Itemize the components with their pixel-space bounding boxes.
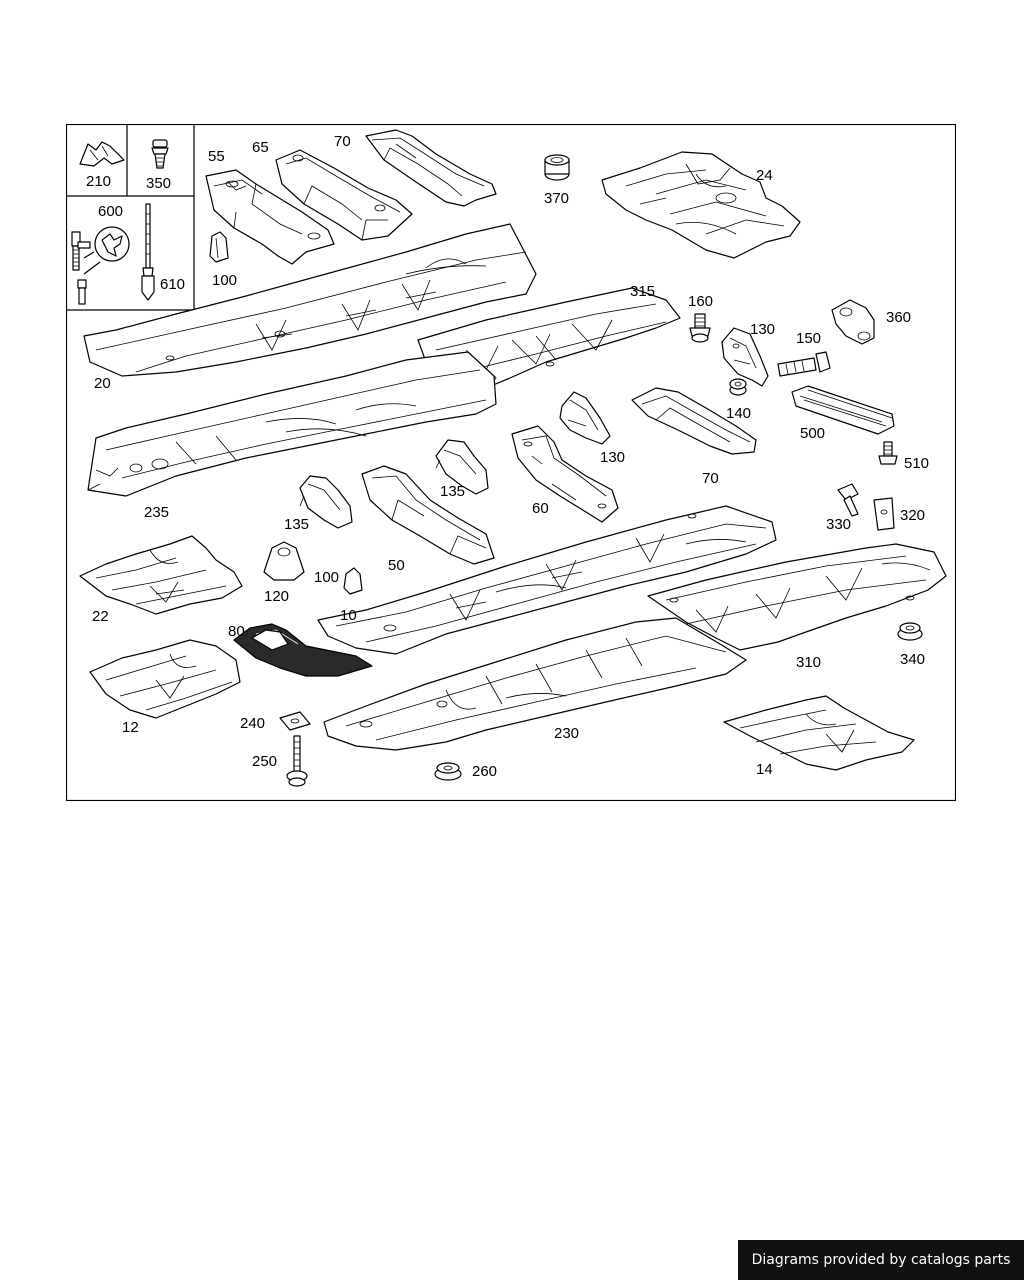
inset-grid [66,124,195,311]
callout-label: 120 [264,588,289,605]
callout-label: 22 [92,608,109,625]
callout-label: 340 [900,651,925,668]
callout-label: 250 [252,753,277,770]
part-mount-360 [831,299,875,345]
callout-label: 310 [796,654,821,671]
part-bracket-135-left [299,475,353,529]
part-floor-230 [323,617,747,751]
part-clip-320 [873,497,895,531]
part-floor-20 [83,223,537,377]
part-panel-14 [723,695,915,771]
callout-label: 140 [726,405,751,422]
part-floor-235 [87,351,497,497]
callout-label: 600 [98,203,123,220]
callout-label: 20 [94,375,111,392]
part-pushpin-350 [151,139,169,169]
callout-label: 135 [284,516,309,533]
part-bracket-65 [275,149,413,241]
part-screw-250 [286,735,308,787]
callout-label: 130 [600,449,625,466]
part-clip-100-top [209,231,229,263]
callout-label: 240 [240,715,265,732]
part-rail-70-right [631,387,757,455]
part-bracket-55 [205,169,335,265]
part-plate-500 [791,385,895,435]
parts-diagram-drawing: 210 350 600 610 55 65 70 100 370 24 20 3… [66,124,956,801]
callout-label: 360 [886,309,911,326]
diagram-border [66,124,956,801]
callout-label: 315 [630,283,655,300]
callout-label: 100 [314,569,339,586]
callout-label: 14 [756,761,773,778]
callout-label: 160 [688,293,713,310]
part-bracket-60 [511,425,619,523]
part-panel-12 [89,639,241,719]
part-panel-22 [79,535,243,615]
part-mount-120 [263,541,305,581]
callout-label: 135 [440,483,465,500]
part-panel-24 [601,151,801,259]
attribution-text: Diagrams provided by catalogs parts [751,1252,1011,1268]
attribution-banner: Diagrams provided by catalogs parts [738,1240,1024,1280]
part-clip-100-middle [343,567,363,595]
part-nut-340 [897,622,923,641]
part-bracket-80 [233,623,373,677]
part-nut-260 [434,762,462,781]
callout-label: 210 [86,173,111,190]
part-bolt-510 [878,441,898,465]
callout-label: 60 [532,500,549,517]
part-bolt-600 [71,226,130,305]
callout-label: 370 [544,190,569,207]
callout-label: 510 [904,455,929,472]
part-grommet-370 [544,154,570,181]
callout-label: 150 [796,330,821,347]
part-panel-310 [647,543,947,651]
callout-label: 130 [750,321,775,338]
callout-label: 260 [472,763,497,780]
part-nut-140 [729,378,747,396]
part-bracket-50 [361,465,495,565]
callout-label: 70 [334,133,351,150]
callout-label: 610 [160,276,185,293]
callout-label: 10 [340,607,357,624]
part-bolt-160 [689,313,711,343]
part-rod-610 [141,203,155,301]
callout-label: 70 [702,470,719,487]
part-bolt-150 [777,351,831,377]
callout-label: 80 [228,623,245,640]
callout-label: 100 [212,272,237,289]
part-bracket-130-right [721,327,769,387]
callout-label: 235 [144,504,169,521]
callout-label: 65 [252,139,269,156]
part-clip-210 [79,141,125,167]
callout-label: 55 [208,148,225,165]
part-bolt-330 [837,483,859,517]
callout-label: 24 [756,167,773,184]
callout-label: 320 [900,507,925,524]
part-bracket-135-right [435,439,489,495]
callout-label: 50 [388,557,405,574]
callout-labels: 210 350 600 610 55 65 70 100 370 24 20 3… [86,133,929,780]
callout-label: 500 [800,425,825,442]
part-rail-70-top [365,129,497,207]
callout-label: 12 [122,719,139,736]
callout-label: 230 [554,725,579,742]
callout-label: 330 [826,516,851,533]
parts-diagram: 210 350 600 610 55 65 70 100 370 24 20 3… [66,124,956,801]
callout-label: 350 [146,175,171,192]
part-bracket-130-middle [559,391,611,445]
part-floor-10 [317,505,777,655]
part-clip-240 [279,711,311,731]
